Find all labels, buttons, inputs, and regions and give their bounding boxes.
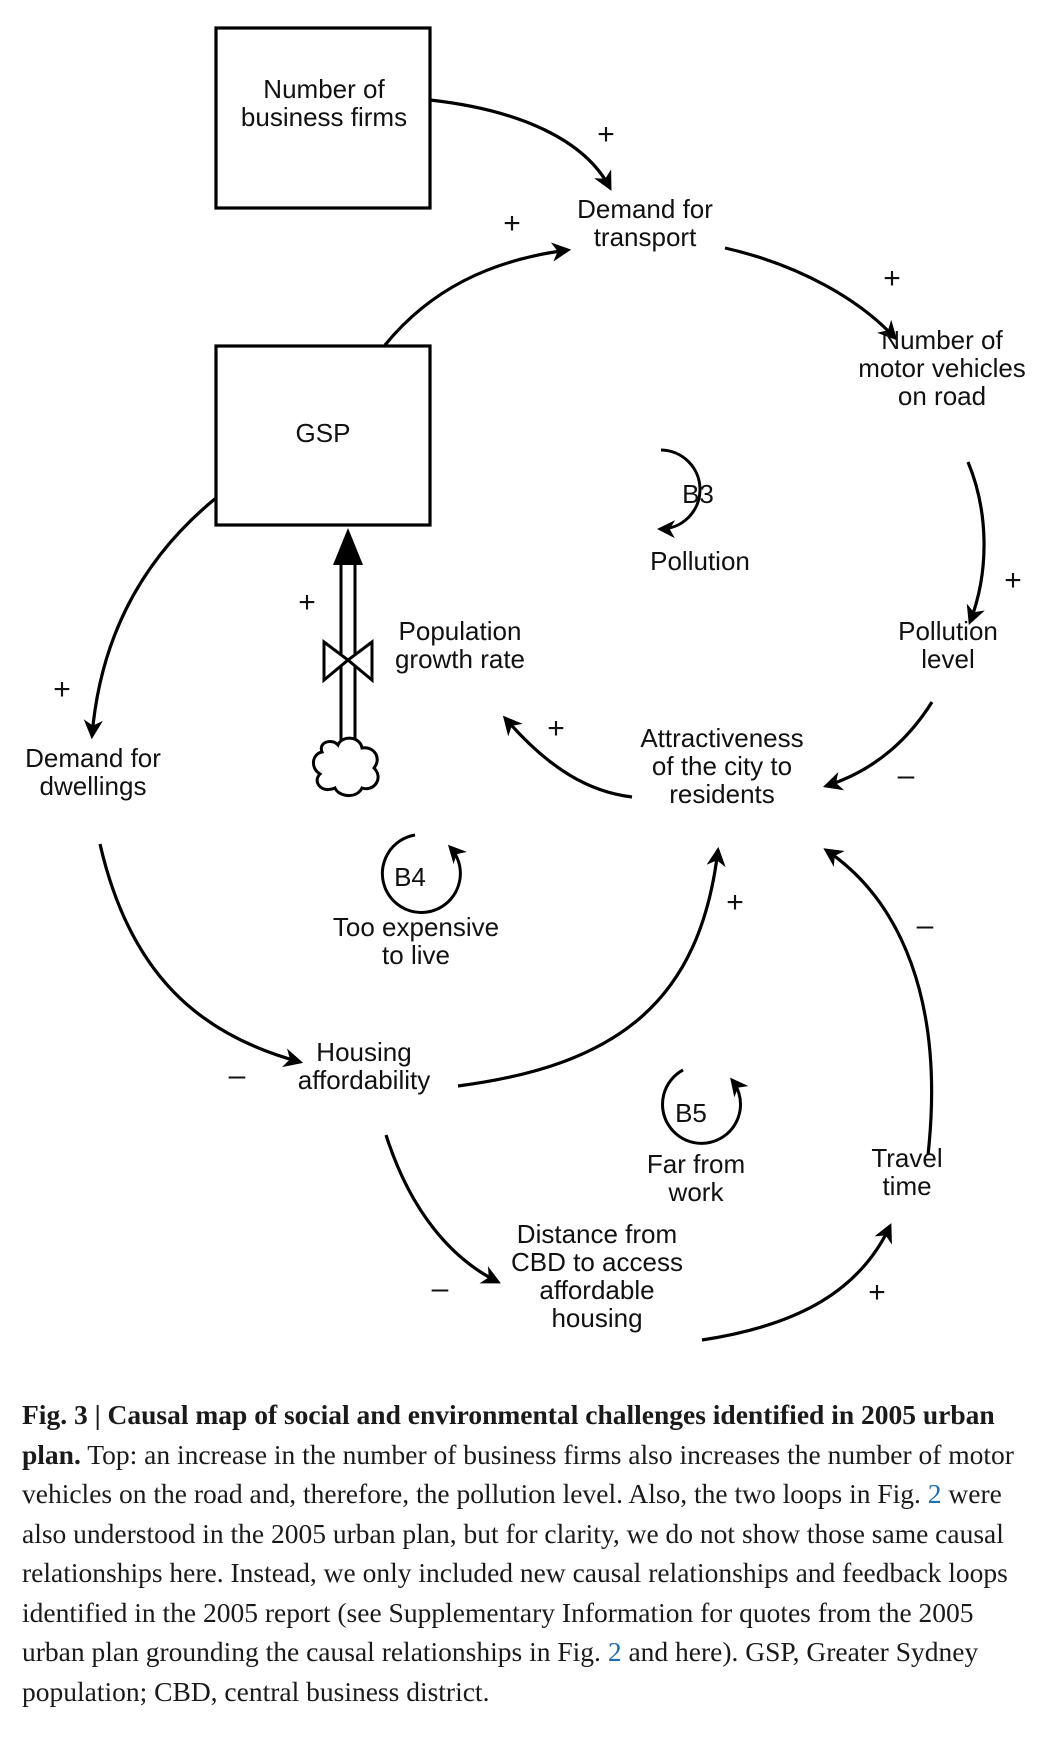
caption-text-2: were also understood in the 2005 urban p… [22,1478,1008,1667]
link-pollution-to-attractiveness [822,701,934,791]
caption-text-1: Top: an increase in the number of busine… [22,1438,1014,1510]
loop-marker-b3 [657,448,702,539]
caption-figure-ref-2[interactable]: 2 [607,1636,622,1667]
caption-title: Causal map of social and environmental c… [22,1399,995,1470]
polarity-transport-to-vehicles: + [883,262,901,295]
loop-b5-id: B5 [675,1098,707,1128]
source-cloud-icon [312,736,380,797]
figure-caption: Fig. 3 | Causal map of social and enviro… [22,1395,1042,1711]
polarity-vehicles-to-pollution: + [1004,564,1022,597]
stock-box-business-firms [214,26,432,210]
node-gsp: GSP [296,418,351,448]
link-transport-to-vehicles [724,246,898,341]
loop-marker-b5 [661,1068,749,1145]
polarity-pollution-to-attractiveness: – [898,759,915,792]
loop-b3-id: B3 [682,479,714,509]
polarity-firms-to-transport: + [597,118,615,151]
population-flow [312,528,380,797]
link-travel-to-attractiveness [823,848,934,1156]
loop-marker-b4 [380,833,467,914]
polarity-affordability-to-attractiveness: + [726,886,744,919]
polarity-gsp-to-transport: + [503,207,521,240]
link-affordability-to-attractiveness [457,846,726,1088]
link-gsp-to-dwellings [83,496,218,740]
caption-fig-label: Fig. 3 | [22,1399,108,1430]
polarity-distance-to-travel: + [868,1276,886,1309]
link-gsp-to-transport [383,242,572,347]
link-vehicles-to-pollution [966,461,986,625]
polarity-dwellings-to-affordability: – [229,1059,246,1092]
polarity-travel-to-attractiveness: – [917,909,934,942]
link-distance-to-travel [701,1223,892,1342]
link-firms-to-transport [429,98,612,191]
polarity-flow-to-gsp: + [298,586,316,619]
stock-box-gsp [214,344,432,527]
loop-b3-label: Pollution [650,546,750,576]
caption-figure-ref-1[interactable]: 2 [927,1478,942,1509]
link-dwellings-to-affordability [98,843,304,1068]
polarity-gsp-to-dwellings: + [53,673,71,706]
polarity-affordability-to-distance: – [432,1272,449,1305]
link-affordability-to-distance [384,1134,501,1284]
polarity-attractiveness-to-growth: + [547,712,565,745]
link-attractiveness-to-growth [502,715,633,799]
loop-b4-id: B4 [394,862,426,892]
caption-text-3: and here). GSP, Greater Sydney populatio… [22,1636,979,1707]
